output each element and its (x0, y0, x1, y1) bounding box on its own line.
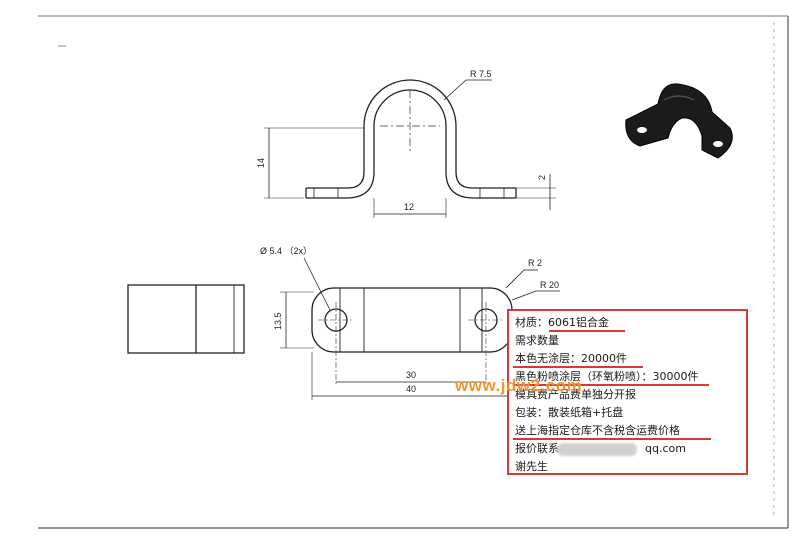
product-photo (625, 83, 733, 159)
qty-black-line: 黑色粉喷涂层（环氧粉喷）：30000件 (515, 370, 699, 383)
delivery-underline (513, 438, 711, 440)
redacted-email (557, 443, 637, 456)
material-underline (549, 330, 625, 332)
qty-plain-line: 本色无涂层：20000件 (515, 352, 627, 365)
mold-fee-line: 模具费产品费单独分开报 (515, 388, 636, 401)
delivery-line: 送上海指定仓库不含税含运费价格 (515, 424, 680, 437)
site-watermark: www.jdw2.com (455, 376, 583, 395)
quote-notes-box: 材质：6061铝合金 需求数量 本色无涂层：20000件 黑色粉喷涂层（环氧粉喷… (507, 309, 748, 475)
qty-plain-underline (513, 366, 643, 368)
radius-7-5-label: R 7.5 (470, 69, 492, 79)
contact-email-suffix: qq.com (645, 442, 686, 455)
height-14-label: 14 (256, 158, 266, 168)
demand-title: 需求数量 (515, 334, 559, 347)
radius-2-label: R 2 (528, 258, 542, 268)
material-line: 材质：6061铝合金 (515, 316, 609, 329)
front-view (305, 79, 517, 199)
thickness-2-label: 2 (537, 175, 547, 180)
hole-diameter-label: Ø 5.4 （2x） (260, 246, 312, 256)
height-13-5-label: 13.5 (273, 312, 283, 330)
radius-20-label: R 20 (540, 280, 559, 290)
technical-drawing: R 7.5 14 2 12 Ø 5.4 （2x） R 2 R 20 1 (38, 15, 789, 529)
width-12-label: 12 (404, 202, 414, 212)
qty-black-underline (513, 384, 709, 386)
contact-label: 报价联系： (515, 442, 570, 455)
packaging-line: 包装：散装纸箱+托盘 (515, 406, 624, 419)
side-view (127, 284, 245, 354)
length-40-label: 40 (406, 384, 416, 394)
length-30-label: 30 (406, 370, 416, 380)
contact-name: 谢先生 (515, 460, 548, 473)
drawing-sheet: R 7.5 14 2 12 Ø 5.4 （2x） R 2 R 20 1 (18, 8, 789, 529)
